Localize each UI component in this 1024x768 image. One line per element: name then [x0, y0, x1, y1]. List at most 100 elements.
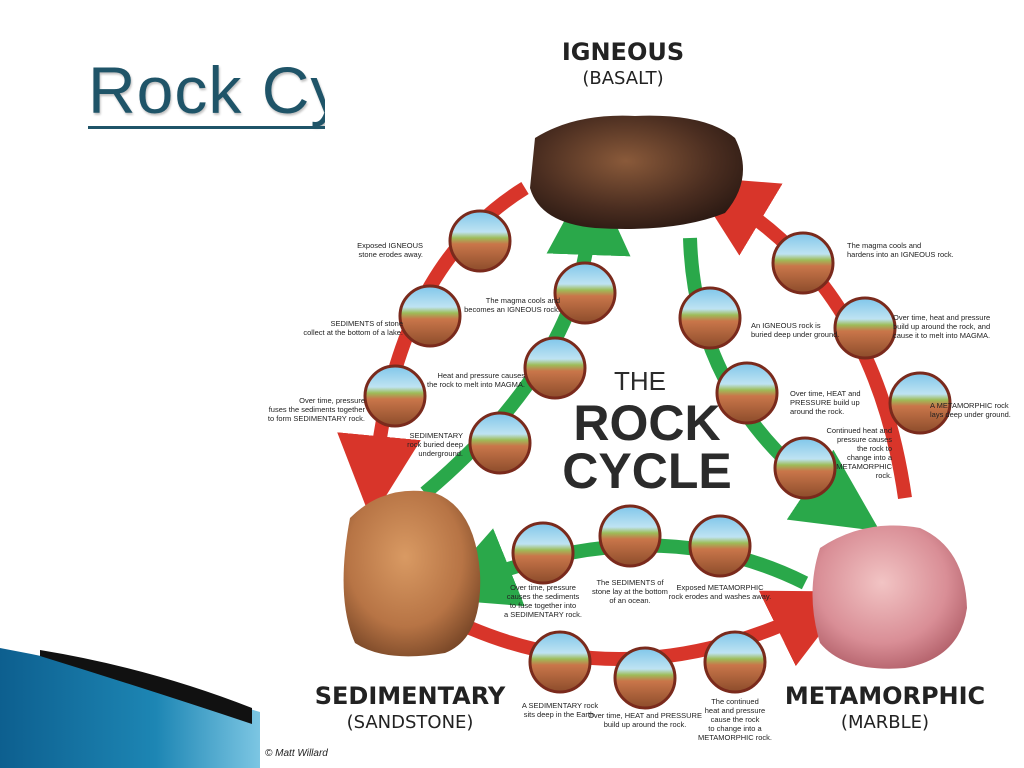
caption-t3-line-0: Exposed METAMORPHIC — [677, 583, 765, 592]
stage-circle-b1 — [528, 630, 592, 694]
caption-n2-line-0: Over time, HEAT and — [790, 389, 861, 398]
stage-m1 — [553, 261, 617, 325]
caption-n2-line-2: around the rock. — [790, 407, 844, 416]
stage-b3 — [703, 630, 767, 694]
metamorphic-sub: (MARBLE) — [841, 712, 929, 733]
stage-circle-t3 — [688, 514, 752, 578]
caption-r3-line-0: A METAMORPHIC rock — [930, 401, 1009, 410]
caption-n1-line-0: An IGNEOUS rock is — [751, 321, 821, 330]
igneous-rock-shape — [530, 115, 743, 229]
stage-circle-n3 — [773, 436, 837, 500]
caption-m3-line-2: underground. — [418, 449, 463, 458]
caption-t1-line-3: a SEDIMENTARY rock. — [504, 610, 582, 619]
caption-m3-line-1: rock buried deep — [407, 440, 463, 449]
sedimentary-sub: (SANDSTONE) — [347, 712, 474, 733]
stage-circle-l3 — [363, 364, 427, 428]
stage-r1 — [771, 231, 835, 295]
stage-n3 — [773, 436, 837, 500]
stage-l3 — [363, 364, 427, 428]
caption-r2-line-1: build up around the rock, and — [893, 322, 990, 331]
credit: © Matt Willard — [265, 748, 328, 759]
caption-l2-line-0: SEDIMENTS of stone — [330, 319, 403, 328]
stage-circle-r1 — [771, 231, 835, 295]
caption-n3-line-1: pressure causes — [837, 435, 892, 444]
caption-l1-line-0: Exposed IGNEOUS — [357, 241, 423, 250]
caption-t1-line-0: Over time, pressure — [510, 583, 576, 592]
caption-b3-line-0: The continued — [711, 697, 759, 706]
caption-b2-line-1: build up around the rock. — [604, 720, 687, 729]
stage-l1 — [448, 209, 512, 273]
caption-b1-line-0: A SEDIMENTARY rock — [522, 701, 599, 710]
stage-n1 — [678, 286, 742, 350]
caption-r1-line-1: hardens into an IGNEOUS rock. — [847, 250, 954, 259]
igneous-sub: (BASALT) — [582, 68, 663, 89]
stage-t3 — [688, 514, 752, 578]
caption-m1-line-1: becomes an IGNEOUS rock. — [464, 305, 560, 314]
caption-t1-line-1: causes the sediments — [507, 592, 580, 601]
caption-r1-line-0: The magma cools and — [847, 241, 921, 250]
caption-l3-line-1: fuses the sediments together — [269, 405, 366, 414]
caption-t2-line-2: of an ocean. — [609, 596, 650, 605]
caption-r2-line-2: cause it to melt into MAGMA. — [893, 331, 990, 340]
caption-r3-line-1: lays deep under ground. — [930, 410, 1011, 419]
caption-t1-line-2: to fuse together into — [510, 601, 576, 610]
igneous-name: IGNEOUS — [562, 38, 684, 66]
stage-n2 — [715, 361, 779, 425]
sedimentary-rock-shape — [343, 490, 481, 657]
caption-l1-line-1: stone erodes away. — [359, 250, 423, 259]
stage-t2 — [598, 504, 662, 568]
stage-circle-t2 — [598, 504, 662, 568]
rock-cycle-diagram: IGNEOUS (BASALT) SEDIMENTARY (SANDSTONE)… — [265, 38, 1011, 759]
caption-m3-line-0: SEDIMENTARY — [410, 431, 463, 440]
center-title: THE ROCK CYCLE — [562, 366, 731, 499]
caption-n1-line-1: buried deep under ground. — [751, 330, 839, 339]
caption-b1-line-1: sits deep in the Earth. — [524, 710, 597, 719]
stage-circle-n1 — [678, 286, 742, 350]
stage-circle-m2 — [523, 336, 587, 400]
metamorphic-rock: METAMORPHIC (MARBLE) — [785, 525, 985, 733]
stage-circle-m3 — [468, 411, 532, 475]
stage-m3 — [468, 411, 532, 475]
metamorphic-rock-shape — [812, 525, 967, 669]
caption-b3-line-2: cause the rock — [711, 715, 760, 724]
stage-b2 — [613, 646, 677, 710]
stage-l2 — [398, 284, 462, 348]
igneous-rock: IGNEOUS (BASALT) — [530, 38, 743, 229]
metamorphic-name: METAMORPHIC — [785, 682, 985, 710]
stage-circle-r2 — [833, 296, 897, 360]
caption-n3-line-4: METAMORPHIC — [836, 462, 892, 471]
caption-m2-line-0: Heat and pressure causes — [437, 371, 525, 380]
stage-t1 — [511, 521, 575, 585]
caption-b2-line-0: Over time, HEAT and PRESSURE — [588, 711, 702, 720]
stage-circle-m1 — [553, 261, 617, 325]
caption-n3-line-3: change into a — [847, 453, 893, 462]
center-title-line-2: ROCK — [573, 395, 720, 451]
dark-swoosh — [40, 650, 252, 724]
stage-circle-t1 — [511, 521, 575, 585]
stage-circles — [363, 209, 952, 710]
stage-circle-n2 — [715, 361, 779, 425]
caption-n3-line-5: rock. — [876, 471, 892, 480]
caption-t2-line-1: stone lay at the bottom — [592, 587, 668, 596]
stage-circle-l2 — [398, 284, 462, 348]
caption-b3-line-4: METAMORPHIC rock. — [698, 733, 772, 742]
stage-r2 — [833, 296, 897, 360]
stage-circle-b3 — [703, 630, 767, 694]
stage-circle-l1 — [448, 209, 512, 273]
stage-r3 — [888, 371, 952, 435]
